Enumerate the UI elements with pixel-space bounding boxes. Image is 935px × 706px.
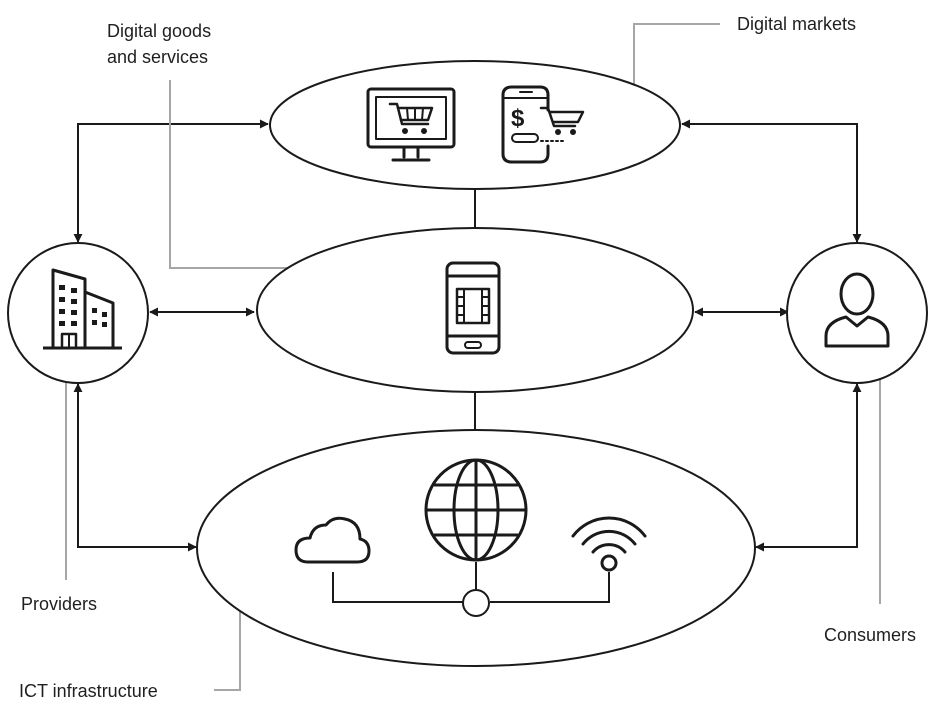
network-lines bbox=[332, 562, 610, 617]
phone-video-icon bbox=[445, 261, 501, 355]
digital-markets-label: Digital markets bbox=[737, 14, 857, 34]
globe-icon bbox=[424, 458, 528, 562]
digital-goods-leader bbox=[169, 80, 340, 269]
person-icon bbox=[824, 272, 890, 348]
markets-consumers-arrow bbox=[681, 119, 862, 243]
cloud-icon bbox=[294, 516, 371, 564]
svg-text:$: $ bbox=[511, 105, 525, 132]
consumers-label: Consumers bbox=[824, 625, 917, 645]
digital-goods-label-line2: and services bbox=[107, 47, 209, 67]
connector-lines bbox=[73, 119, 862, 552]
digital-goods-label-line1: Digital goods bbox=[107, 21, 212, 41]
office-buildings-icon bbox=[43, 268, 122, 350]
digital-services-ellipse bbox=[256, 227, 694, 393]
network-hub-node bbox=[462, 589, 490, 617]
wifi-icon bbox=[571, 516, 647, 572]
providers-label: Providers bbox=[21, 594, 98, 614]
digital-goods-label: Digital goods and services bbox=[107, 18, 211, 70]
phone-dollar-cart-icon: $ bbox=[501, 85, 585, 164]
digital-markets-ellipse bbox=[269, 60, 681, 190]
providers-markets-arrow bbox=[73, 119, 269, 243]
providers-infrastructure-arrow bbox=[73, 383, 197, 552]
monitor-cart-icon bbox=[366, 87, 456, 162]
consumers-infrastructure-arrow bbox=[755, 383, 862, 552]
ict-infrastructure-label: ICT infrastructure bbox=[19, 681, 158, 701]
providers-circle bbox=[7, 242, 149, 384]
